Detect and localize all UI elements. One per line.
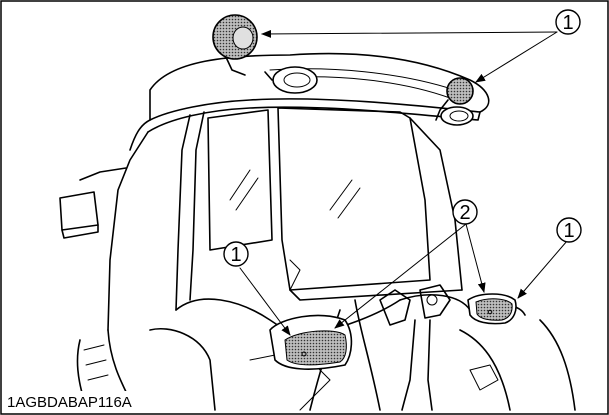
roof-work-light-left: [212, 14, 258, 76]
callout-1-right: 1: [556, 217, 582, 243]
roof-spot-light-right: [440, 106, 474, 126]
callout-2: 2: [452, 199, 478, 225]
roof-spot-light-center: [264, 66, 318, 94]
cab-body: [59, 52, 576, 411]
callout-1-top: 1: [555, 9, 581, 35]
callout-label: 1: [230, 244, 241, 266]
front-lamp-right: [467, 293, 517, 325]
callout-label: 1: [563, 220, 574, 242]
front-lamp-left: [269, 314, 353, 370]
callout-label: 2: [459, 202, 470, 224]
roof-work-light-right: [435, 77, 474, 121]
callout-1-left: 1: [223, 241, 249, 267]
figure-code: 1AGBDABAP116A: [7, 394, 132, 411]
callout-label: 1: [562, 12, 573, 34]
leader-lines: [239, 29, 568, 336]
